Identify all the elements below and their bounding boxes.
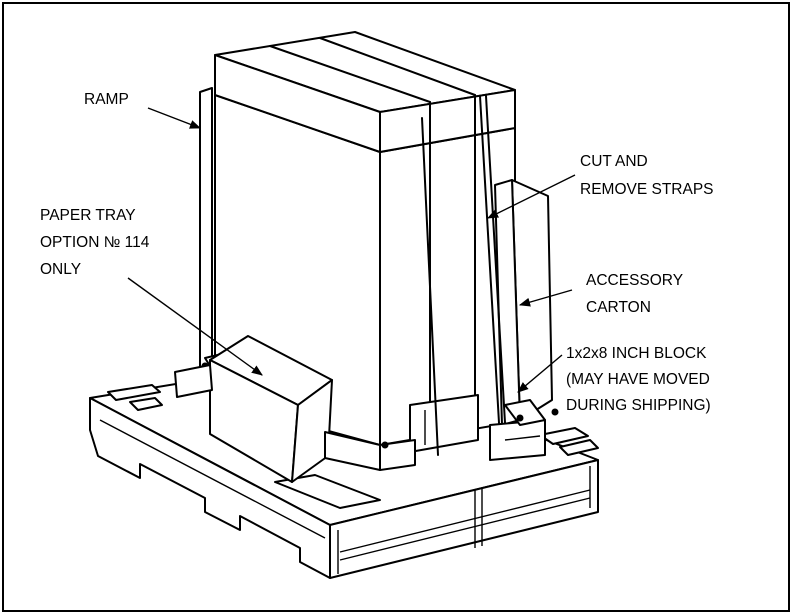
- paper-tray-box: [209, 335, 333, 483]
- label-ramp: RAMP: [84, 91, 129, 108]
- straps-arrow: [486, 174, 576, 219]
- carton-front-face: [379, 127, 516, 446]
- label-paper-line3: ONLY: [40, 261, 81, 278]
- label-cut-line2: REMOVE STRAPS: [580, 181, 714, 198]
- leader-arrows: [127, 107, 576, 393]
- ramp-arrow: [147, 107, 202, 129]
- wood-block: [489, 419, 546, 461]
- label-block-line2: (MAY HAVE MOVED: [566, 371, 710, 388]
- pallet-left-face: [89, 397, 331, 579]
- label-block-line1: 1x2x8 INCH BLOCK: [566, 345, 707, 362]
- label-cut-line1: CUT AND: [580, 153, 648, 170]
- label-paper-line2: OPTION № 114: [40, 234, 150, 251]
- block-arrow: [517, 354, 563, 393]
- straps: [421, 95, 507, 456]
- label-block-line3: DURING SHIPPING): [566, 397, 711, 414]
- accessory-arrow: [518, 289, 573, 307]
- bottom-foam: [409, 394, 479, 453]
- label-accessory-line1: ACCESSORY: [586, 272, 683, 289]
- label-accessory-line2: CARTON: [586, 299, 651, 316]
- label-paper-line1: PAPER TRAY: [40, 207, 136, 224]
- paper-tray-arrow: [127, 277, 263, 376]
- printer-carton: [214, 31, 516, 453]
- support-blocks: [174, 364, 559, 471]
